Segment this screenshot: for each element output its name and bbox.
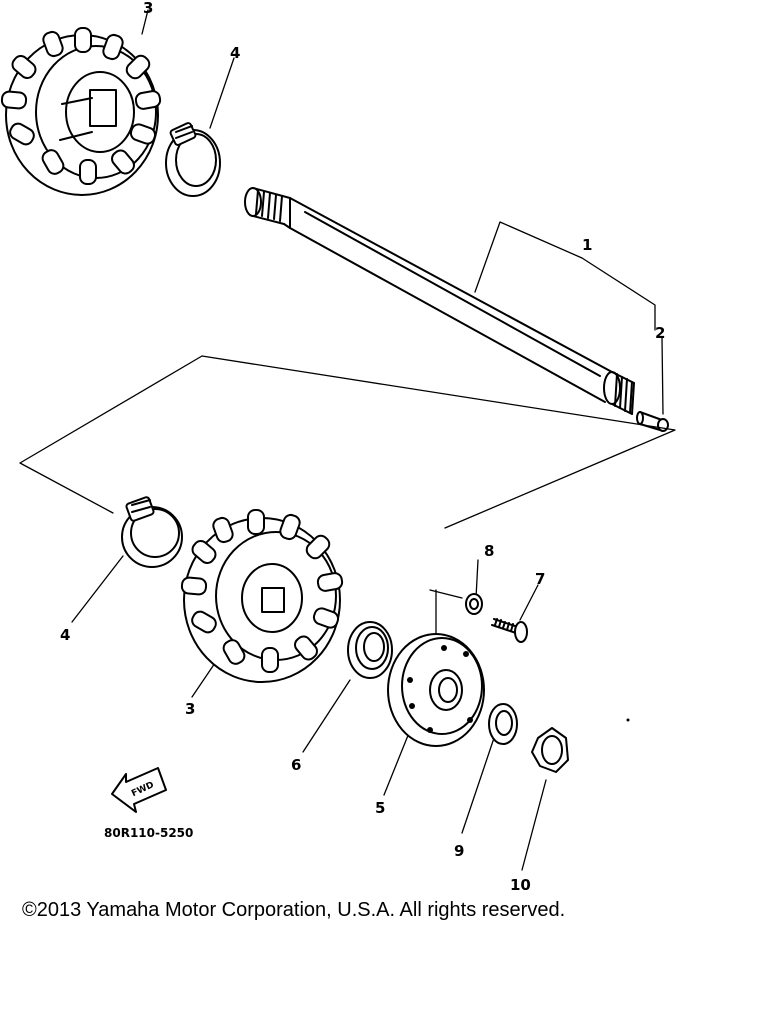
- callout-3-top: 3: [143, 0, 153, 17]
- flange-plate: [387, 633, 485, 747]
- bearing: [347, 621, 393, 679]
- callout-1: 1: [582, 236, 592, 254]
- copyright-notice: ©2013 Yamaha Motor Corporation, U.S.A. A…: [22, 899, 566, 921]
- callout-5: 5: [375, 799, 385, 817]
- washer: [488, 703, 518, 745]
- fwd-arrow-icon: [111, 767, 167, 813]
- bolt: [491, 618, 528, 643]
- clamp-bottom: [121, 496, 183, 568]
- sprocket-bottom: [180, 509, 344, 683]
- nut: [531, 727, 569, 773]
- callout-4-bottom: 4: [60, 626, 70, 644]
- callout-9: 9: [454, 842, 464, 860]
- callout-8: 8: [484, 542, 494, 560]
- callout-6: 6: [291, 756, 301, 774]
- clamp-top: [165, 122, 221, 197]
- sprocket-top: [0, 27, 162, 196]
- small-nut: [465, 593, 483, 615]
- callout-10: 10: [510, 876, 531, 894]
- callout-4-top: 4: [230, 44, 240, 62]
- parts-diagram: 3 4 1 2 4 3 6 5 8 7 9 10 FWD 80R110-5250: [0, 0, 676, 894]
- callout-7: 7: [535, 570, 545, 588]
- callout-2: 2: [655, 324, 665, 342]
- callout-3-bottom: 3: [185, 700, 195, 718]
- shaft: [244, 187, 635, 415]
- diagram-code: 80R110-5250: [104, 826, 193, 840]
